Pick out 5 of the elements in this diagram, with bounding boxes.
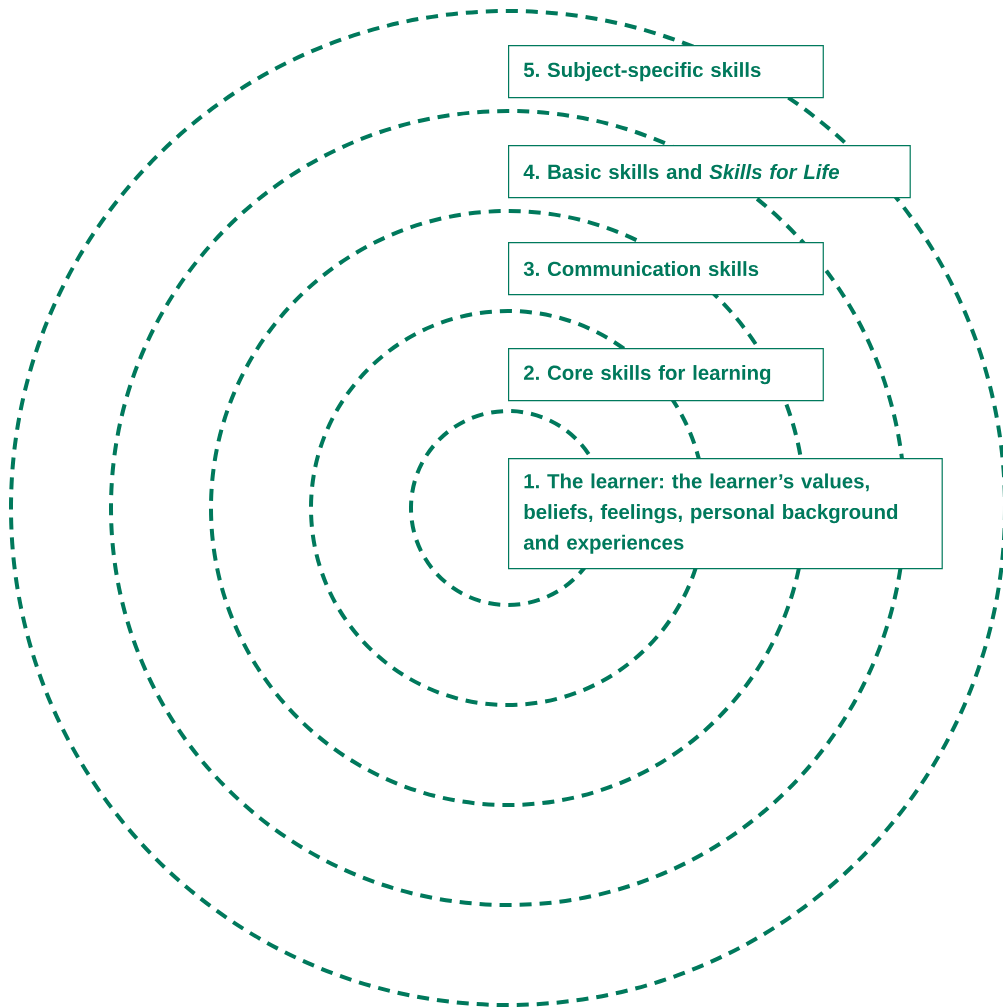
label-box: 5. Subject-specific skills (508, 45, 824, 99)
label-box: 2. Core skills for learning (508, 348, 824, 402)
label-box: 4. Basic skills and Skills for Life (508, 145, 911, 199)
label-box: 3. Communication skills (508, 242, 824, 296)
label-box: 1. The learner: the learner’s values, beliefs, feelings, personal background and experiences (508, 458, 943, 570)
